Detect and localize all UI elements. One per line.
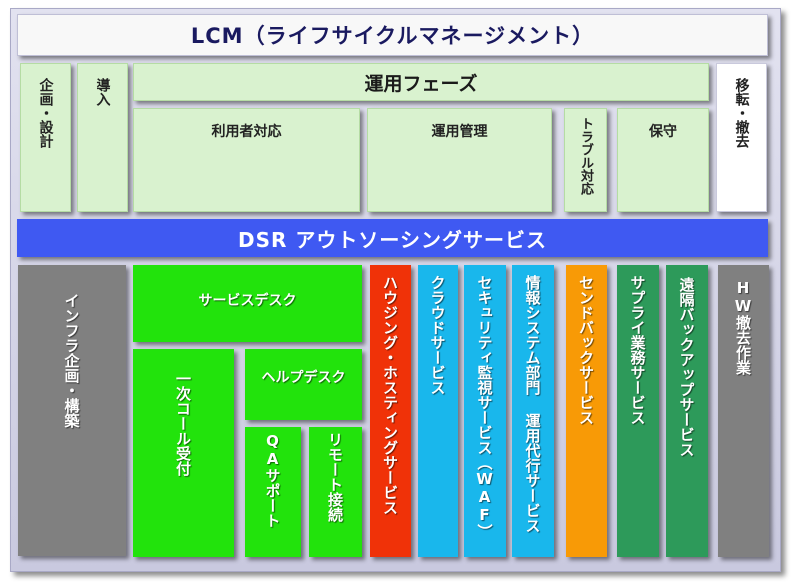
service-remote: リモート接続 (309, 427, 362, 557)
service-remote-backup: 遠隔バックアップサービス (666, 265, 708, 557)
service-qa-support-label: QAサポート (263, 432, 282, 528)
service-remote-label: リモート接続 (326, 432, 344, 522)
phase-introduction: 導入 (77, 63, 128, 212)
dsr-title: DSR アウトソーシングサービス (17, 219, 768, 257)
phase-user-support: 利用者対応 (133, 108, 360, 212)
service-help-desk: ヘルプデスク (245, 349, 362, 420)
service-remote-backup-label: 遠隔バックアップサービス (677, 277, 696, 457)
phase-trouble-handling: トラブル対応 (564, 108, 607, 212)
service-supply-label: サプライ業務サービス (628, 275, 647, 425)
phase-migration-removal: 移転・撤去 (716, 63, 767, 212)
service-qa-support: QAサポート (245, 427, 301, 557)
service-housing-label: ハウジング・ホスティングサービス (381, 275, 399, 515)
phase-trouble-handling-label: トラブル対応 (578, 117, 593, 195)
lcm-title: LCM（ライフサイクルマネージメント） (17, 14, 768, 56)
service-security: セキュリティ監視サービス（WAF） (464, 265, 506, 557)
phase-migration-removal-label: 移転・撤去 (733, 78, 750, 148)
service-info-system: 情報システム部門 運用代行サービス (512, 265, 554, 557)
phase-planning-label: 企画・設計 (37, 78, 54, 148)
phase-maintenance: 保守 (617, 108, 709, 212)
service-desk: サービスデスク (133, 265, 362, 342)
service-housing: ハウジング・ホスティングサービス (370, 265, 411, 557)
service-first-call-label: 一次コール受付 (174, 371, 192, 476)
service-supply: サプライ業務サービス (617, 265, 659, 557)
service-infra-label: インフラ企画・構築 (62, 293, 81, 428)
service-info-system-label: 情報システム部門 運用代行サービス (523, 275, 542, 533)
service-hw-removal-label: HW撤去作業 (734, 279, 752, 375)
service-sendback: センドバックサービス (566, 265, 607, 557)
phase-introduction-label: 導入 (94, 78, 111, 106)
phase-planning: 企画・設計 (20, 63, 71, 212)
phase-operation-management: 運用管理 (367, 108, 552, 212)
service-first-call: 一次コール受付 (133, 349, 234, 557)
service-sendback-label: センドバックサービス (577, 275, 595, 425)
service-security-label: セキュリティ監視サービス（WAF） (475, 275, 494, 539)
service-infra: インフラ企画・構築 (18, 265, 126, 556)
service-cloud: クラウドサービス (418, 265, 458, 557)
service-cloud-label: クラウドサービス (428, 275, 447, 395)
service-hw-removal: HW撤去作業 (718, 265, 769, 557)
operation-phase-header: 運用フェーズ (133, 63, 709, 101)
